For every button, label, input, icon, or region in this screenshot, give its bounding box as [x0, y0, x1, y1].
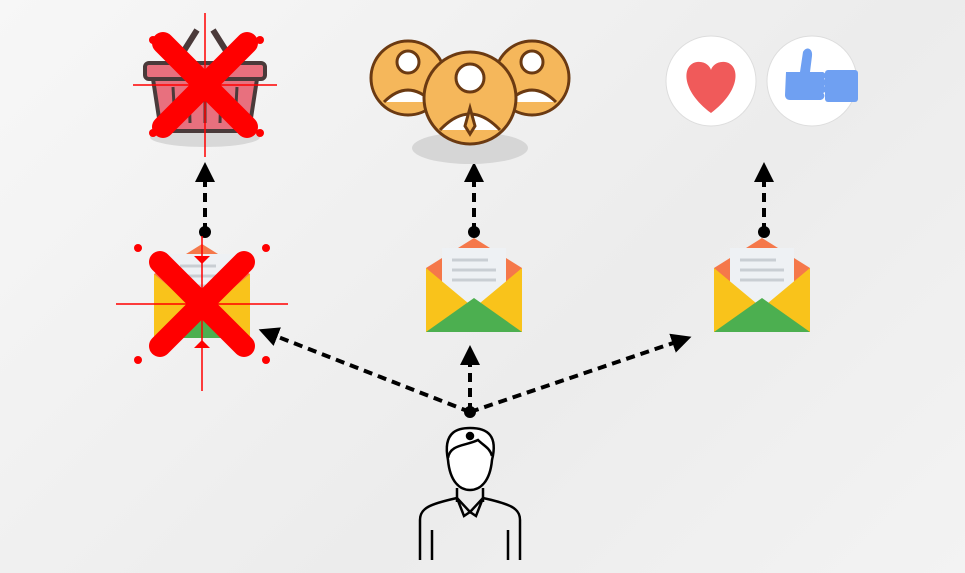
shopping-basket-icon: [133, 13, 277, 157]
arrow-origin-dot: [468, 226, 480, 238]
thumbs-up-icon: [785, 48, 858, 102]
heart-icon: [686, 61, 736, 113]
envelope-icon-left: [116, 236, 288, 391]
heart-reaction: [665, 35, 757, 127]
arrows-user-to-emails: [258, 327, 692, 414]
arrow-origin-dot: [758, 226, 770, 238]
envelope-icon-center: [424, 236, 524, 334]
thumbs-up-reaction: [766, 35, 858, 127]
arrow-origin-dot: [199, 226, 211, 238]
envelope-icon-right: [712, 236, 812, 334]
person-icon: [418, 426, 522, 560]
people-group-icon: [369, 39, 571, 164]
arrow-origin-dot: [464, 406, 476, 418]
